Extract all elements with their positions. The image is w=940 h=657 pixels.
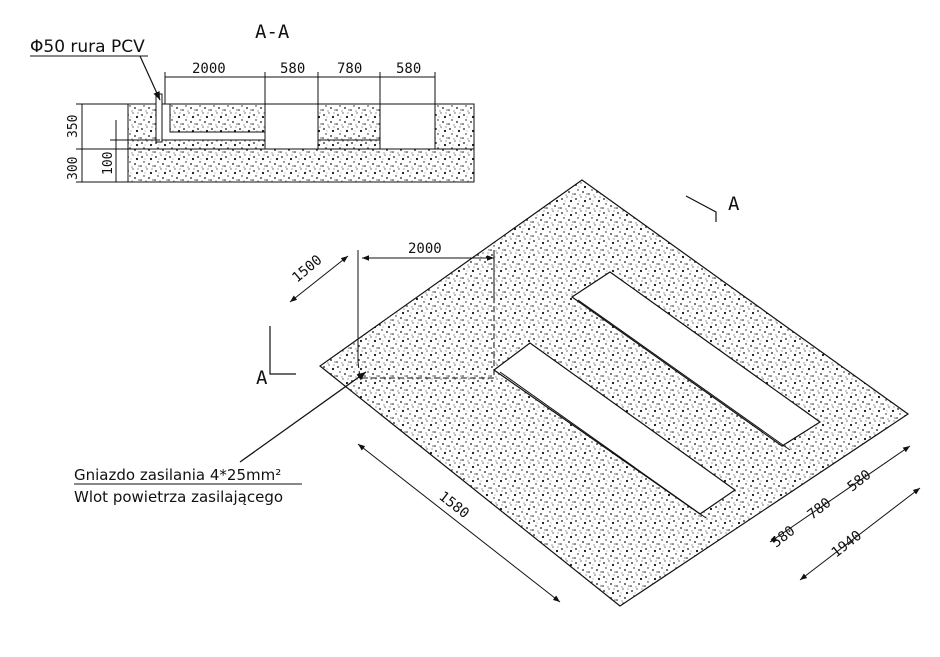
section-dim-300: 300 [66, 157, 81, 180]
iso-dim-1940: 1940 [829, 528, 865, 561]
iso-dim-1580: 1580 [436, 489, 472, 522]
iso-slab [319, 179, 910, 607]
iso-dim-580a: 580 [769, 523, 799, 551]
section-void-2 [379, 103, 436, 150]
iso-dim-580b: 580 [845, 467, 875, 495]
section-dim-100: 100 [101, 152, 116, 175]
section-pipe [155, 93, 163, 143]
section-dim-780: 780 [337, 61, 362, 77]
iso-pit-back [570, 271, 822, 447]
pipe-label: Φ50 rura PCV [30, 37, 145, 57]
callout-line-1: Gniazdo zasilania 4*25mm² [74, 466, 281, 484]
section-island [317, 103, 381, 141]
section-aa: A-A 2000 580 780 580 Φ50 rura PCV [30, 21, 475, 183]
section-dim-2000: 2000 [192, 61, 226, 77]
section-dim-580a: 580 [280, 61, 305, 77]
iso-view: 1500 2000 A A Gniazdo zasilania 4*25mm² … [74, 179, 921, 607]
section-dim-580b: 580 [396, 61, 421, 77]
iso-dim-780: 780 [805, 495, 835, 523]
iso-dim-2000: 2000 [408, 241, 442, 257]
section-dim-350: 350 [66, 115, 81, 138]
iso-duct [357, 300, 495, 379]
section-void-1 [264, 103, 319, 150]
section-mark-left [269, 326, 296, 375]
section-mark-right-label: A [728, 193, 740, 215]
section-mark-left-label: A [256, 367, 268, 389]
callout-line-2: Wlot powietrza zasilającego [74, 488, 283, 506]
section-mark-right [685, 195, 717, 222]
iso-dim-1500: 1500 [289, 252, 325, 286]
section-title: A-A [255, 21, 290, 43]
iso-pit-front [492, 342, 737, 515]
